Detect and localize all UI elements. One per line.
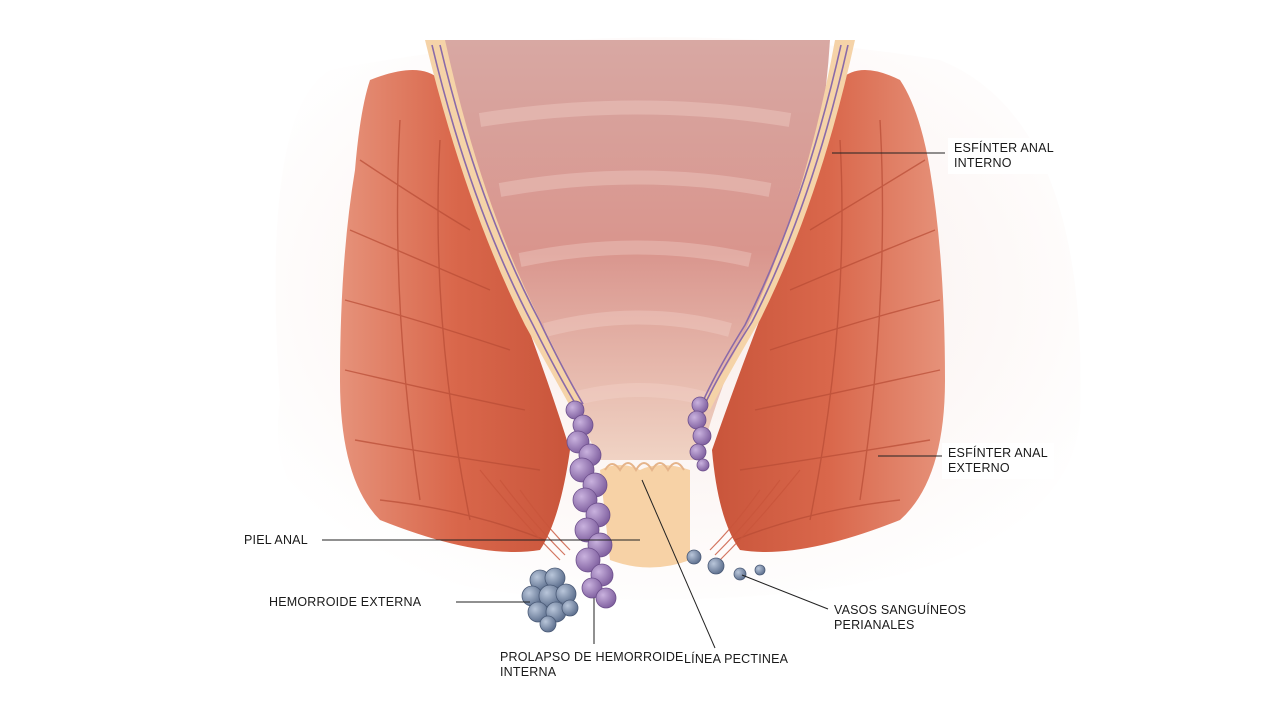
right-internal-sphincter <box>700 40 855 410</box>
left-muscle-fascicles <box>344 119 546 541</box>
label-external-hemorrhoid-text: HEMORROIDE EXTERNA <box>269 595 422 609</box>
right-external-sphincter <box>712 70 945 552</box>
label-internal-sphincter-line2: INTERNO <box>954 156 1012 170</box>
label-external-sphincter-line1: ESFÍNTER ANAL <box>948 446 1048 460</box>
label-internal-sphincter: ESFÍNTER ANAL INTERNO <box>948 138 1060 174</box>
label-prolapsed-internal-line2: INTERNA <box>500 665 557 679</box>
anal-canal-skin <box>600 465 690 568</box>
internal-vessels <box>431 44 849 409</box>
label-anal-skin-text: PIEL ANAL <box>244 533 308 547</box>
pectinate-folds <box>604 462 685 473</box>
perianal-fibers <box>479 469 801 561</box>
label-external-sphincter-line2: EXTERNO <box>948 461 1010 475</box>
label-perianal-vessels: VASOS SANGUÍNEOS PERIANALES <box>834 603 966 633</box>
label-perianal-vessels-line2: PERIANALES <box>834 618 915 632</box>
leader-lines <box>322 152 945 649</box>
label-pectinate-line: LÍNEA PECTINEA <box>684 652 788 667</box>
left-internal-sphincter <box>425 40 585 415</box>
perianal-vessels <box>686 549 766 581</box>
label-anal-skin: PIEL ANAL <box>244 533 308 548</box>
label-external-sphincter: ESFÍNTER ANAL EXTERNO <box>942 443 1054 479</box>
label-prolapsed-internal: PROLAPSO DE HEMORROIDE INTERNA <box>500 650 684 680</box>
label-external-hemorrhoid: HEMORROIDE EXTERNA <box>269 595 421 610</box>
label-internal-sphincter-line1: ESFÍNTER ANAL <box>954 141 1054 155</box>
label-pectinate-line-text: LÍNEA PECTINEA <box>684 652 789 666</box>
rectal-mucosa <box>430 40 830 460</box>
prolapsed-internal-hemorrhoid <box>565 400 617 609</box>
leader-pectinate-line <box>641 479 716 649</box>
mucosal-folds <box>478 100 792 407</box>
external-hemorrhoid <box>521 567 579 633</box>
label-prolapsed-internal-line1: PROLAPSO DE HEMORROIDE <box>500 650 684 664</box>
label-perianal-vessels-line1: VASOS SANGUÍNEOS <box>834 603 967 617</box>
right-muscle-fascicles <box>734 119 941 541</box>
right-internal-hemorrhoid <box>687 396 712 472</box>
leader-perianal-vessels <box>741 574 829 610</box>
